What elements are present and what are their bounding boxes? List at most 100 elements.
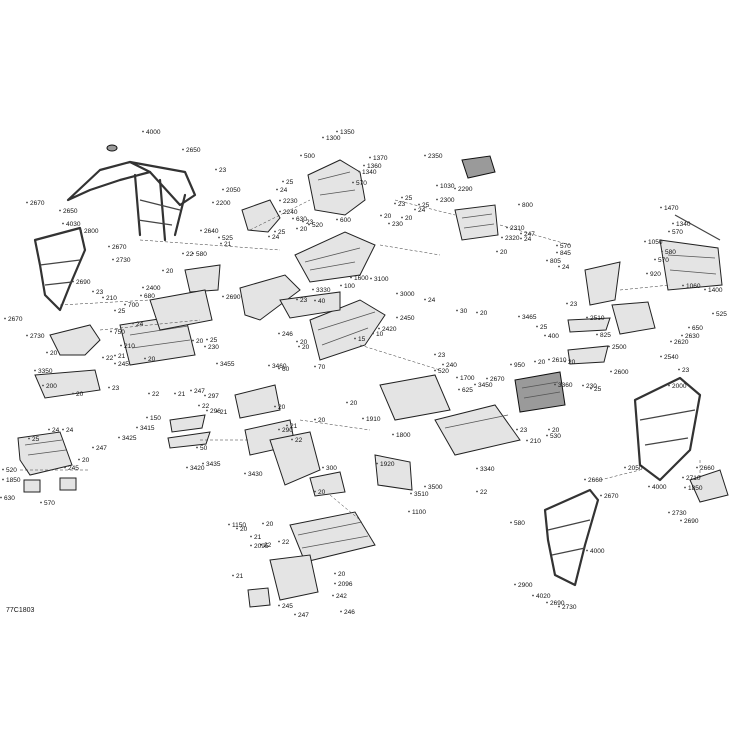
- callout-number: 1030: [440, 183, 455, 190]
- callout-number: 2650: [63, 208, 78, 215]
- callout-number: 2000: [672, 383, 687, 390]
- callout-dot: [566, 302, 568, 305]
- callout-dot: [346, 401, 348, 404]
- callout-number: 400: [548, 333, 559, 340]
- callout-number: 50: [200, 445, 208, 452]
- callout-dot: [336, 130, 338, 133]
- callout-dot: [660, 206, 662, 209]
- callout-dot: [218, 236, 220, 239]
- callout-dot: [108, 245, 110, 248]
- callout-number: 2690: [684, 518, 699, 525]
- upper-center-panels: [241, 159, 376, 283]
- center-tunnel: [269, 431, 321, 486]
- callout-dot: [520, 237, 522, 240]
- callout-number: 25: [286, 179, 294, 186]
- callout-number: 24: [136, 321, 144, 328]
- callout-number: 22: [282, 539, 290, 546]
- callout-dot: [294, 613, 296, 616]
- callout-number: 1800: [396, 432, 411, 439]
- callout-dot: [546, 434, 548, 437]
- callout-dot: [162, 269, 164, 272]
- callout-number: 650: [692, 325, 703, 332]
- callout-number: 3000: [400, 291, 415, 298]
- callout-number: 20: [318, 489, 326, 496]
- callout-number: 2310: [510, 225, 525, 232]
- callout-number: 2240: [283, 209, 298, 216]
- callout-dot: [510, 521, 512, 524]
- callout-dot: [42, 384, 44, 387]
- callout-dot: [334, 582, 336, 585]
- callout-number: 22: [480, 489, 488, 496]
- callout-dot: [286, 424, 288, 427]
- callout-dot: [670, 340, 672, 343]
- callout-number: 21: [236, 573, 244, 580]
- callout-number: 297: [208, 393, 219, 400]
- callout-number: 3425: [122, 435, 137, 442]
- front-roll-cage: [66, 144, 197, 242]
- callout-dot: [92, 290, 94, 293]
- callout-number: 40: [318, 298, 326, 305]
- callout-dot: [646, 272, 648, 275]
- callout-dot: [142, 286, 144, 289]
- callout-number: 150: [150, 415, 161, 422]
- callout-number: 3500: [428, 484, 443, 491]
- callout-dot: [28, 437, 30, 440]
- callout-number: 630: [296, 216, 307, 223]
- callout-number: 24: [428, 297, 436, 304]
- callout-number: 230: [392, 221, 403, 228]
- callout-number: 247: [194, 388, 205, 395]
- callout-dot: [244, 472, 246, 475]
- callout-number: 3330: [316, 287, 331, 294]
- callout-dot: [314, 418, 316, 421]
- callout-number: 23: [682, 367, 690, 374]
- callout-number: 1150: [232, 522, 246, 529]
- callout-number: 23: [306, 219, 314, 226]
- callout-number: 70: [318, 364, 326, 371]
- callout-dot: [276, 188, 278, 191]
- callout-dot: [136, 426, 138, 429]
- callout-dot: [278, 332, 280, 335]
- callout-dot: [212, 201, 214, 204]
- callout-dot: [596, 333, 598, 336]
- callout-number: 21: [254, 534, 262, 541]
- callout-dot: [600, 494, 602, 497]
- callout-number: 1050: [648, 239, 663, 246]
- callout-number: 500: [304, 153, 315, 160]
- callout-number: 2540: [664, 354, 679, 361]
- callout-number: 210: [124, 343, 135, 350]
- callout-dot: [232, 574, 234, 577]
- callout-dot: [142, 130, 144, 133]
- callout-number: 22: [202, 403, 210, 410]
- callout-number: 3465: [522, 314, 537, 321]
- callout-number: 2660: [588, 477, 603, 484]
- center-console: [184, 264, 386, 361]
- callout-dot: [526, 439, 528, 442]
- callout-dot: [120, 344, 122, 347]
- callout-number: 247: [298, 612, 309, 619]
- callout-number: 2450: [400, 315, 415, 322]
- callout-number: 3510: [414, 491, 429, 498]
- callout-number: 520: [312, 222, 323, 229]
- callout-number: 22: [264, 542, 272, 549]
- callout-number: 3360: [558, 382, 573, 389]
- callout-number: 3435: [206, 461, 221, 468]
- callout-dot: [314, 299, 316, 302]
- callout-dot: [282, 180, 284, 183]
- callout-number: 570: [44, 500, 55, 507]
- callout-dot: [274, 405, 276, 408]
- callout-number: 200: [46, 383, 57, 390]
- callout-number: 245: [68, 465, 79, 472]
- callout-number: 2690: [76, 279, 91, 286]
- callout-dot: [220, 242, 222, 245]
- callout-number: 24: [280, 187, 288, 194]
- callout-dot: [388, 222, 390, 225]
- callout-dot: [314, 490, 316, 493]
- rear-roll-cage-right: [633, 376, 702, 482]
- callout-dot: [682, 284, 684, 287]
- callout-number: 20: [405, 215, 413, 222]
- callout-number: 20: [266, 521, 274, 528]
- callout-dot: [410, 492, 412, 495]
- callout-number: 525: [716, 311, 727, 318]
- callout-number: 3100: [374, 276, 389, 283]
- callout-number: 2650: [186, 147, 201, 154]
